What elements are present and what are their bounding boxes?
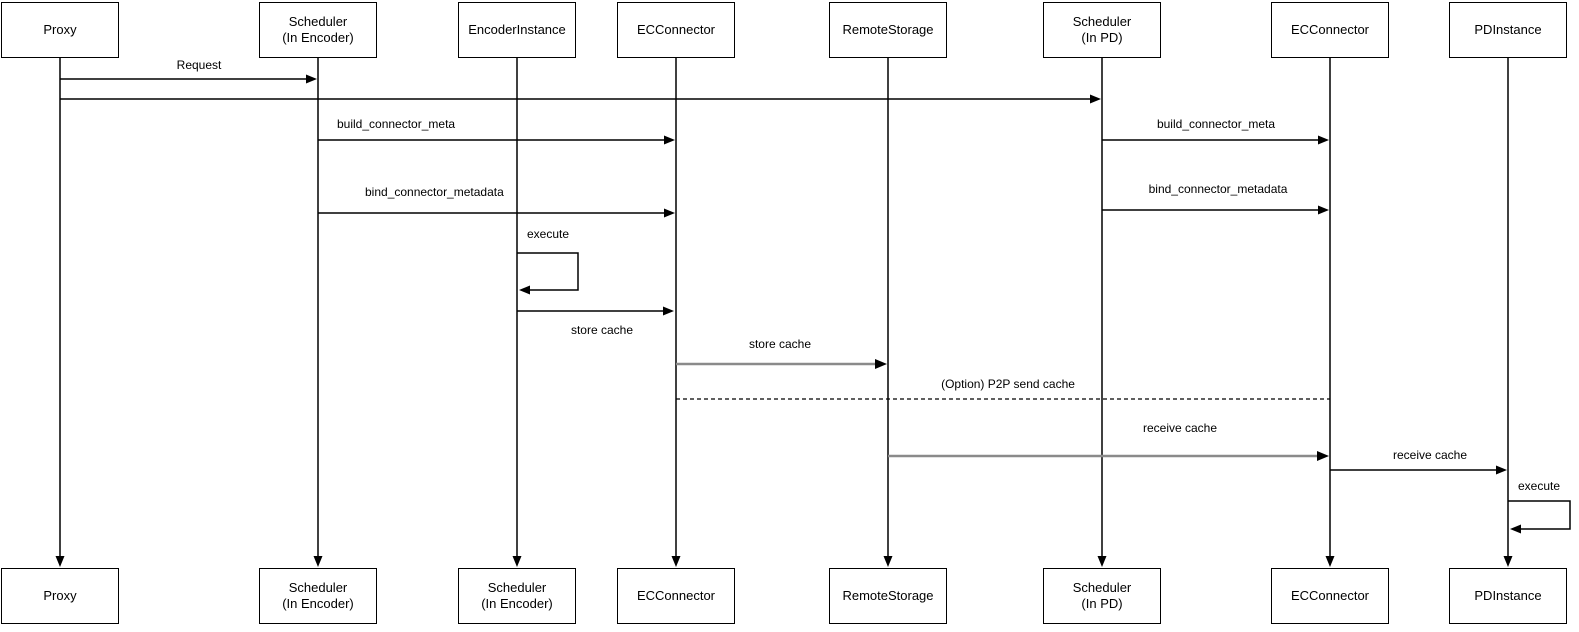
message-arrow-receive-cache-remote-to-ec bbox=[888, 451, 1329, 461]
actor-label: Scheduler bbox=[1072, 14, 1132, 29]
actor-box-top-ec-connector-pd: ECConnector bbox=[1271, 2, 1389, 58]
actor-box-bottom-scheduler-pd: Scheduler (In PD) bbox=[1043, 568, 1161, 624]
actor-box-bottom-remote-storage: RemoteStorage bbox=[829, 568, 947, 624]
message-arrow-receive-cache-ec-to-pd bbox=[1330, 465, 1507, 475]
actor-box-bottom-ec-connector-pd: ECConnector bbox=[1271, 568, 1389, 624]
message-arrow-store-cache-ec-to-remote bbox=[676, 359, 887, 369]
actor-label: Scheduler bbox=[288, 580, 348, 595]
actor-box-bottom-pd-instance: PDInstance bbox=[1449, 568, 1567, 624]
message-arrow-build-connector-meta-left bbox=[318, 135, 675, 145]
actor-label: ECConnector bbox=[1290, 22, 1370, 37]
message-label-build-connector-meta-right: build_connector_meta bbox=[1156, 117, 1276, 131]
message-arrow-bind-connector-metadata-right bbox=[1102, 205, 1329, 215]
actor-label: EncoderInstance bbox=[468, 22, 566, 37]
actor-label: Proxy bbox=[43, 22, 77, 37]
lifeline-encoder-instance bbox=[512, 58, 522, 567]
lifeline-ec-connector bbox=[671, 58, 681, 567]
actor-box-top-ec-connector: ECConnector bbox=[617, 2, 735, 58]
actor-label: Scheduler bbox=[288, 14, 348, 29]
lifeline-scheduler-encoder bbox=[313, 58, 323, 567]
message-self-loop-execute-pd bbox=[1508, 500, 1571, 534]
actor-label: ECConnector bbox=[1290, 588, 1370, 603]
message-arrow-bind-connector-metadata-left bbox=[318, 208, 675, 218]
actor-box-bottom-scheduler-encoder: Scheduler (In Encoder) bbox=[259, 568, 377, 624]
message-label-receive-cache-2: receive cache bbox=[1392, 448, 1468, 462]
message-self-loop-execute-encoder bbox=[517, 252, 579, 295]
message-arrow-request bbox=[60, 74, 317, 84]
actor-box-top-encoder-instance: EncoderInstance bbox=[458, 2, 576, 58]
lifeline-scheduler-pd bbox=[1097, 58, 1107, 567]
actor-box-top-pd-instance: PDInstance bbox=[1449, 2, 1567, 58]
message-label-p2p-send-cache: (Option) P2P send cache bbox=[941, 377, 1075, 391]
actor-box-top-scheduler-pd: Scheduler (In PD) bbox=[1043, 2, 1161, 58]
message-label-bind-connector-metadata-right: bind_connector_metadata bbox=[1148, 182, 1288, 196]
actor-label: PDInstance bbox=[1474, 22, 1542, 37]
message-label-store-cache-2: store cache bbox=[748, 337, 812, 351]
actor-box-top-remote-storage: RemoteStorage bbox=[829, 2, 947, 58]
message-arrow-store-cache-encoder-to-ec bbox=[517, 306, 674, 316]
message-label-execute-encoder: execute bbox=[527, 227, 570, 241]
actor-label: Proxy bbox=[43, 588, 77, 603]
actor-label: RemoteStorage bbox=[842, 22, 934, 37]
message-label-execute-pd: execute bbox=[1518, 479, 1561, 493]
message-label-bind-connector-metadata-left: bind_connector_metadata bbox=[365, 185, 504, 199]
actor-label: RemoteStorage bbox=[842, 588, 934, 603]
actor-label: ECConnector bbox=[636, 588, 716, 603]
actor-label: Scheduler bbox=[487, 580, 547, 595]
lifeline-pd-instance bbox=[1503, 58, 1513, 567]
message-label-store-cache-1: store cache bbox=[570, 323, 634, 337]
actor-box-top-proxy: Proxy bbox=[1, 2, 119, 58]
actor-box-top-scheduler-encoder: Scheduler (In Encoder) bbox=[259, 2, 377, 58]
actor-label: Scheduler bbox=[1072, 580, 1132, 595]
lifeline-remote-storage bbox=[883, 58, 893, 567]
actor-box-bottom-proxy: Proxy bbox=[1, 568, 119, 624]
actor-label-line2: (In Encoder) bbox=[282, 30, 354, 45]
actor-label: ECConnector bbox=[636, 22, 716, 37]
message-label-build-connector-meta-left: build_connector_meta bbox=[337, 117, 456, 131]
actor-box-bottom-encoder-instance: Scheduler (In Encoder) bbox=[458, 568, 576, 624]
message-label-receive-cache-1: receive cache bbox=[1142, 421, 1218, 435]
actor-label-line2: (In Encoder) bbox=[282, 596, 354, 611]
message-arrow-build-connector-meta-right bbox=[1102, 135, 1329, 145]
actor-label-line2: (In PD) bbox=[1081, 596, 1123, 611]
message-arrow-proxy-to-scheduler-pd bbox=[60, 94, 1101, 104]
lifeline-ec-connector-pd bbox=[1325, 58, 1335, 567]
lifeline-proxy bbox=[55, 58, 65, 567]
actor-label-line2: (In Encoder) bbox=[481, 596, 553, 611]
actor-label-line2: (In PD) bbox=[1081, 30, 1123, 45]
actor-label: PDInstance bbox=[1474, 588, 1542, 603]
actor-box-bottom-ec-connector: ECConnector bbox=[617, 568, 735, 624]
message-label-request: Request bbox=[176, 58, 222, 72]
